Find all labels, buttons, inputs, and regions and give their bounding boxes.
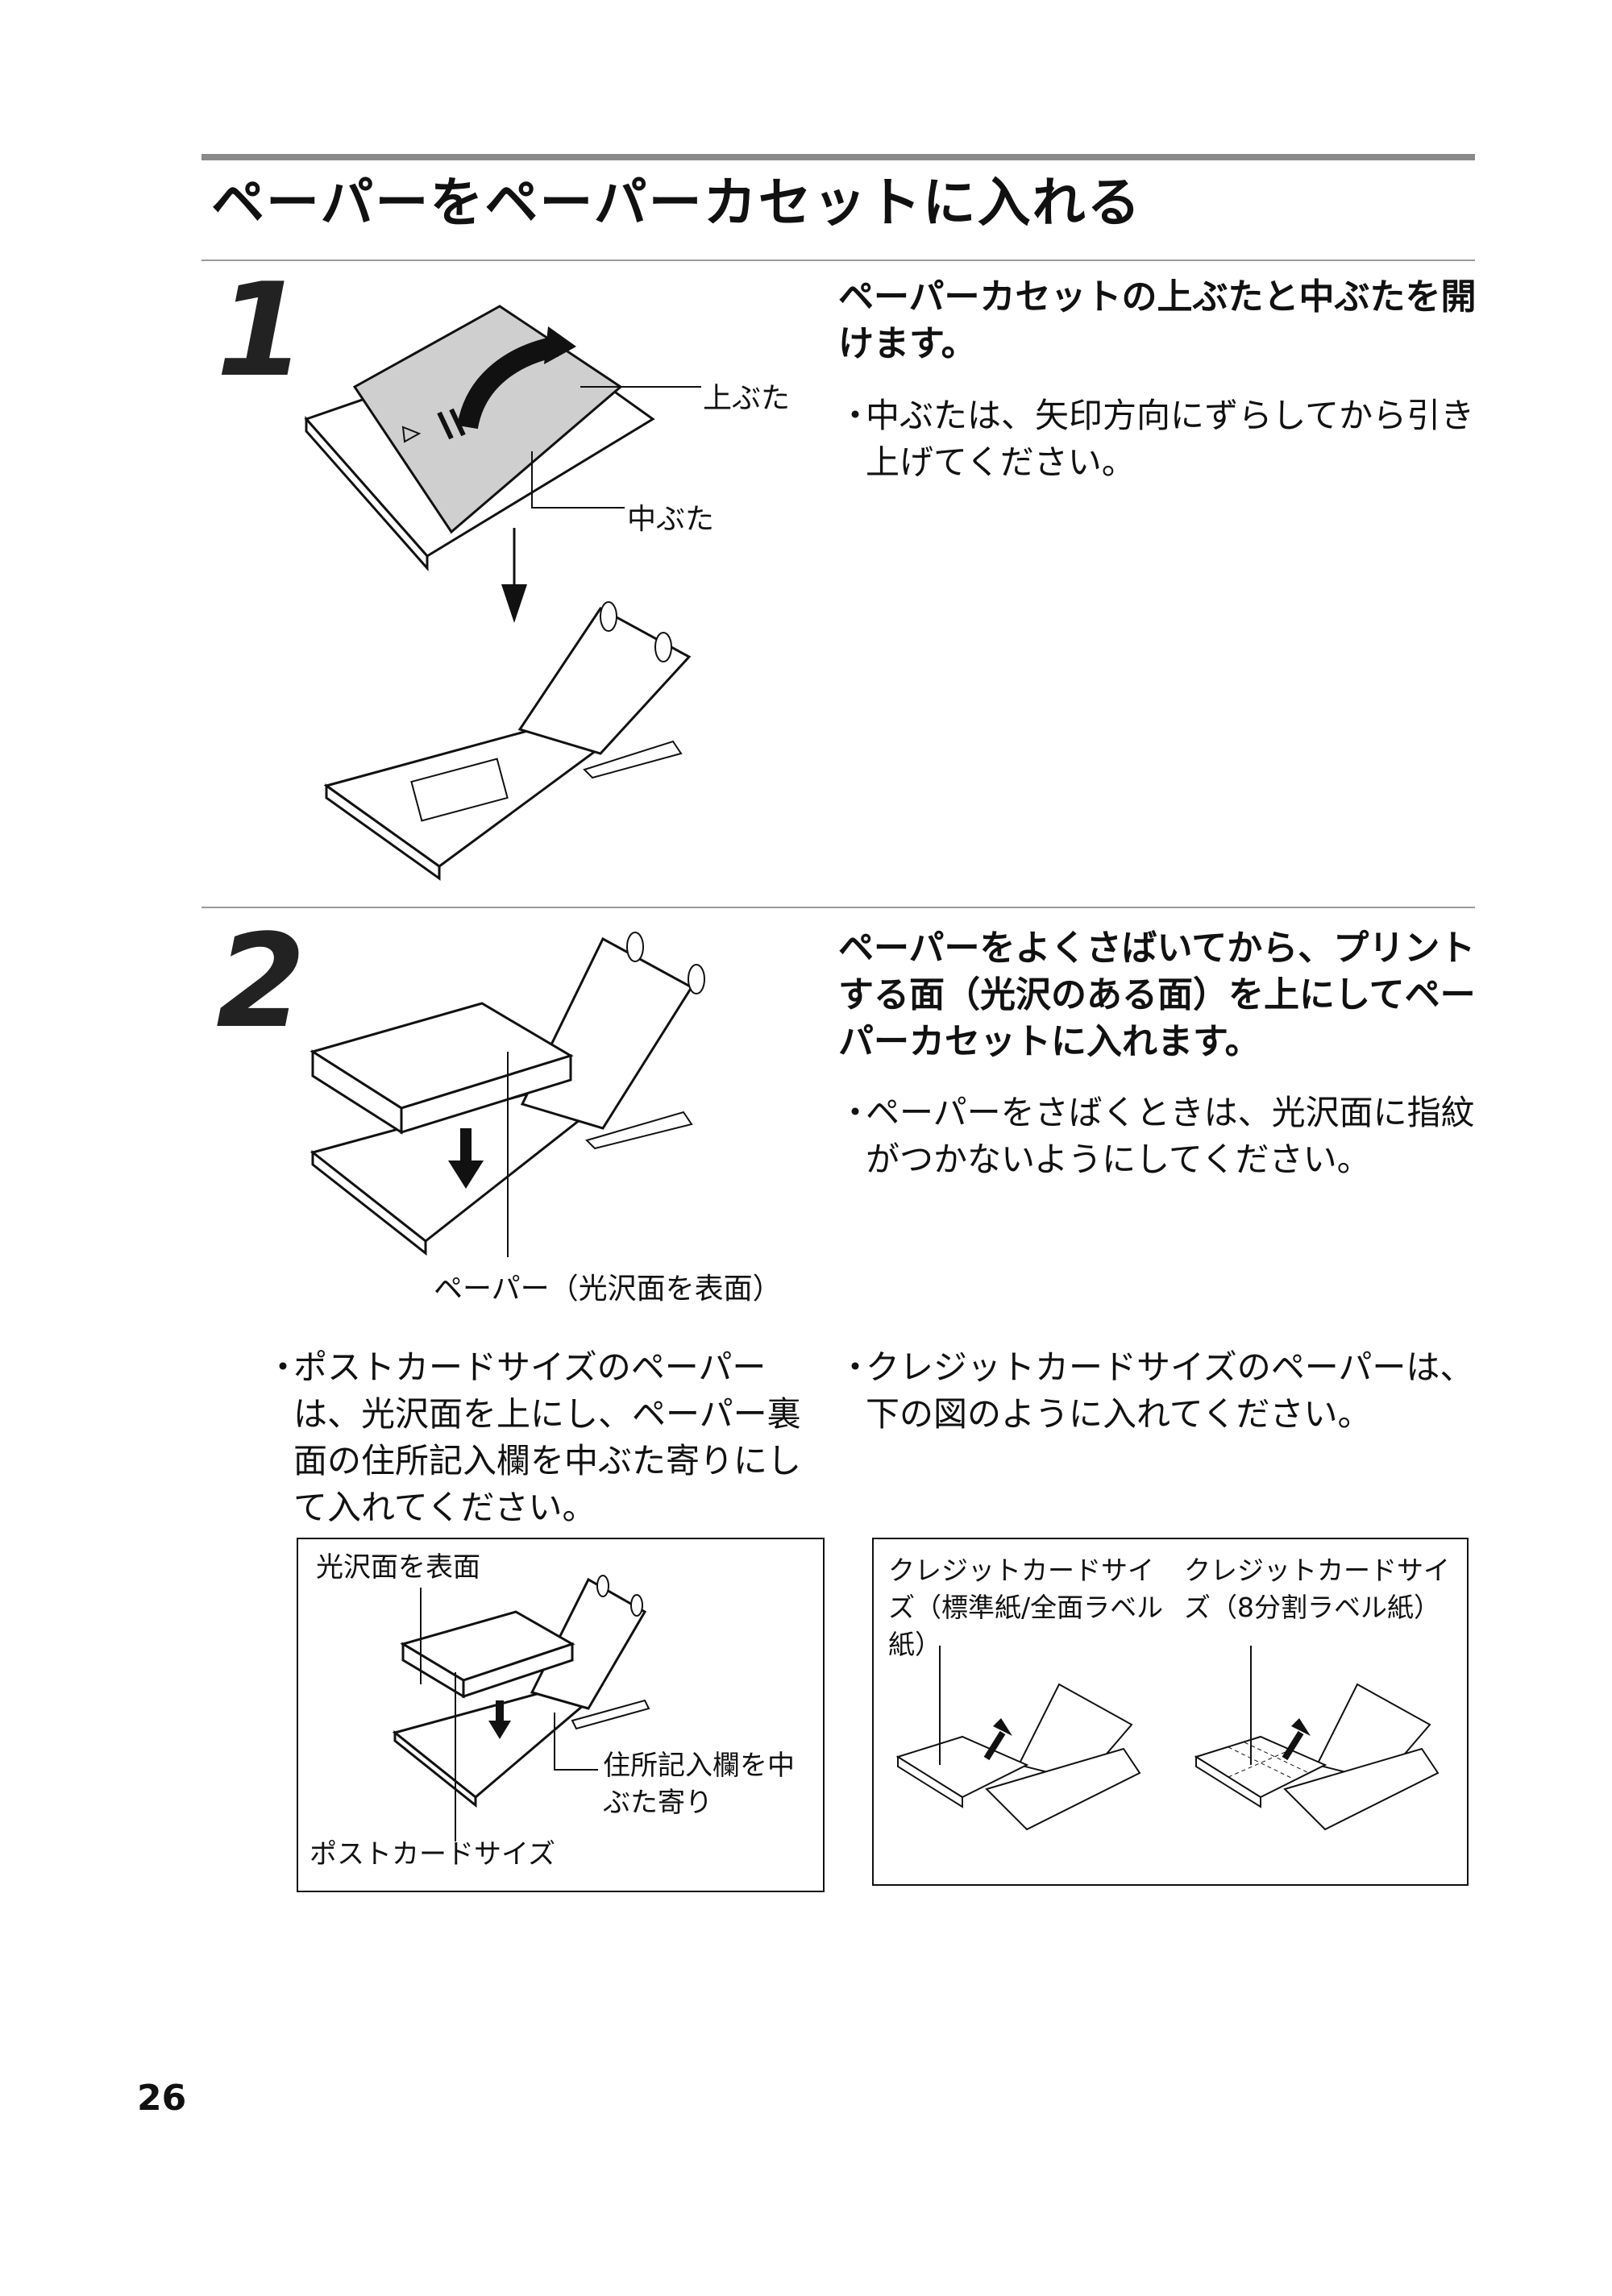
label-postcard-size: ポストカードサイズ (310, 1838, 555, 1870)
label-paper-glossy: ペーパー（光沢面を表面） (434, 1273, 782, 1306)
step2-heading: ペーパーをよくさばいてから、プリントする面（光沢のある面）を上にしてペーパーカセ… (838, 928, 1476, 1062)
label-inner-lid: 中ぶた (627, 503, 715, 536)
note-postcard: ・ポストカードサイズのペーパーは、光沢面を上にし、ペーパー裏面の住所記入欄を中ぶ… (266, 1344, 822, 1531)
label-top-lid: 上ぶた (703, 382, 791, 415)
leader-line-paper (507, 1052, 509, 1257)
step2-bullet: ・ペーパーをさばくときは、光沢面に指紋がつかないようにしてください。 (838, 1090, 1483, 1183)
step-number-1: 1 (216, 255, 306, 405)
note-credit-text: クレジットカードサイズのペーパーは、下の図のように入れてください。 (866, 1347, 1474, 1434)
step-number-2: 2 (216, 906, 306, 1057)
title-rule (202, 154, 1475, 160)
step1-bullet: ・中ぶたは、矢印方向にずらしてから引き上げてください。 (838, 392, 1483, 486)
leader-line-inner-lid (531, 451, 625, 509)
credit-card-figure-box: クレジットカードサイズ（標準紙/全面ラベル紙） クレジットカードサイズ（8分割ラ… (872, 1538, 1469, 1886)
label-glossy-side: 光沢面を表面 (316, 1551, 480, 1584)
paper-insert-illustration (310, 932, 705, 1256)
label-address-toward-lid: 住所記入欄を中ぶた寄り (603, 1750, 795, 1819)
section-divider (202, 259, 1475, 261)
label-credit-standard: クレジットカードサイズ（標準紙/全面ラベル紙） (888, 1555, 1164, 1660)
credit-standard-illustration (895, 1683, 1141, 1831)
label-credit-8split: クレジットカードサイズ（8分割ラベル紙） (1184, 1555, 1450, 1623)
page-title: ペーパーをペーパーカセットに入れる (211, 172, 1142, 234)
credit-8split-illustration (1194, 1683, 1440, 1831)
step1-bullet-text: 中ぶたは、矢印方向にずらしてから引き上げてください。 (866, 396, 1475, 482)
step2-bullet-text: ペーパーをさばくときは、光沢面に指紋がつかないようにしてください。 (866, 1093, 1475, 1179)
step1-heading: ペーパーカセットの上ぶたと中ぶたを開けます。 (838, 276, 1477, 364)
down-arrow-icon (501, 528, 527, 623)
postcard-insert-illustration (392, 1575, 650, 1808)
cassette-open-illustration (323, 601, 692, 881)
leader-lines-credit (939, 1646, 1252, 1765)
postcard-figure-box: 光沢面を表面 住所記入欄を中ぶた寄り ポストカードサイズ (297, 1538, 825, 1892)
note-credit: ・クレジットカードサイズのペーパーは、下の図のように入れてください。 (838, 1344, 1483, 1438)
note-postcard-text: ポストカードサイズのペーパーは、光沢面を上にし、ペーパー裏面の住所記入欄を中ぶた… (293, 1347, 802, 1527)
section-divider (202, 907, 1475, 908)
leader-line-top-lid (580, 386, 701, 388)
page-number: 26 (137, 2078, 187, 2119)
leader-lines-postcard (420, 1588, 598, 1841)
cassette-closed-illustration (304, 305, 655, 571)
